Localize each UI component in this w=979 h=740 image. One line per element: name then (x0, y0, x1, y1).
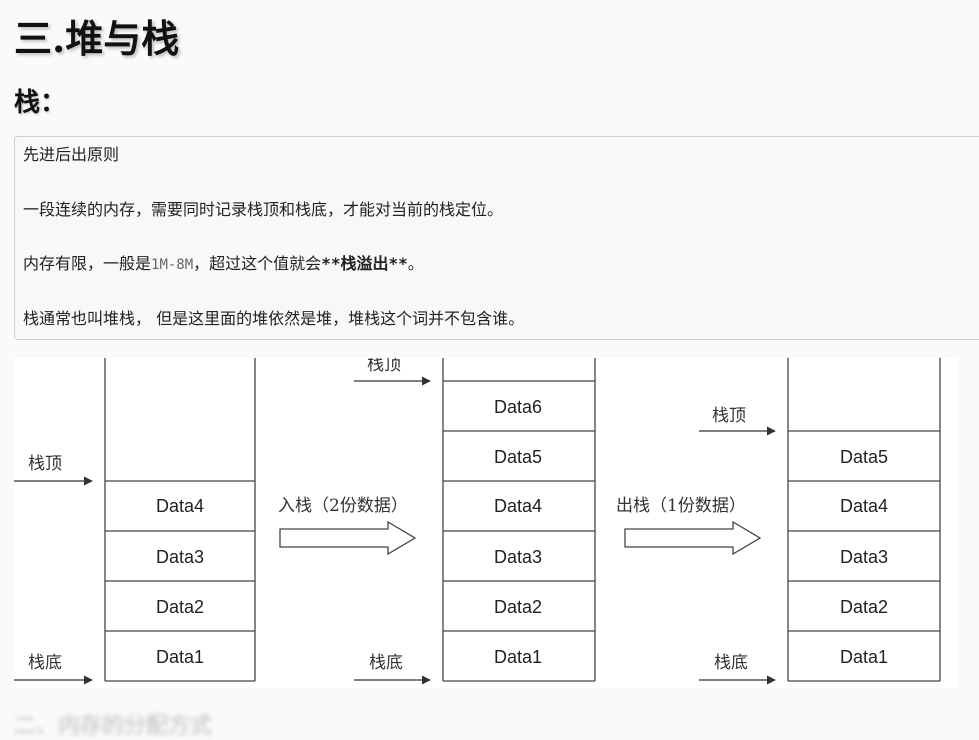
stack-cell-label: Data1 (156, 647, 204, 667)
note-contiguous-memory: 一段连续的内存，需要同时记录栈顶和栈底，才能对当前的栈定位。 (23, 199, 504, 219)
note-limit-end: 。 (407, 254, 424, 273)
stack-overflow-term: 栈溢出 (340, 254, 389, 273)
stack-cell-label: Data1 (494, 647, 542, 667)
stack-before (104, 358, 256, 682)
stack-top-label: 栈顶 (367, 358, 401, 375)
note-lifo: 先进后出原则 (23, 145, 120, 164)
stack-cell-label: Data2 (840, 597, 888, 617)
push-label: 入栈（2份数据） (278, 496, 408, 516)
stack-cell-label: Data5 (494, 447, 542, 467)
stack-cell-label: Data6 (494, 397, 542, 417)
stack-top-label: 栈顶 (28, 454, 62, 474)
stack-bottom-label: 栈底 (369, 653, 403, 673)
note-heap-stack-naming: 栈通常也叫堆栈， 但是这里面的堆依然是堆，堆栈这个词并不包含谁。 (23, 308, 525, 328)
memory-size-code: 1M-8M (151, 257, 194, 273)
stack-cell-label: Data3 (494, 547, 542, 567)
stack-after-push (442, 358, 596, 682)
note-limit-mid: ，超过这个值就会 (193, 254, 322, 273)
section-heading-stack: 栈： (14, 88, 67, 118)
stack-cell-label: Data2 (494, 597, 542, 617)
stack-top-label: 栈顶 (712, 406, 746, 426)
pop-label: 出栈（1份数据） (616, 496, 746, 516)
stack-cell-label: Data3 (156, 547, 204, 567)
next-section-heading: 二、内存的分配方式 (14, 714, 213, 739)
stack-cell-label: Data5 (840, 447, 888, 467)
stack-cell-label: Data3 (840, 547, 888, 567)
stack-cell-label: Data4 (494, 496, 542, 516)
stack-cell-label: Data4 (840, 496, 888, 516)
pop-arrow-icon (624, 520, 762, 556)
diagram-canvas: Data4 Data3 Data2 Data1 栈顶 栈底 入栈（2份数据） D… (14, 358, 941, 685)
stack-cell-label: Data1 (840, 647, 888, 667)
stack-cell-label: Data4 (156, 496, 204, 516)
markdown-marker-open: ** (321, 254, 341, 273)
note-limit-prefix: 内存有限，一般是 (23, 254, 152, 273)
stack-push-pop-diagram: Data4 Data3 Data2 Data1 栈顶 栈底 入栈（2份数据） D… (14, 358, 958, 688)
stack-cell-label: Data2 (156, 597, 204, 617)
stack-after-pop (787, 358, 941, 682)
note-memory-limit: 内存有限，一般是1M-8M，超过这个值就会**栈溢出**。 (23, 254, 979, 309)
stack-bottom-label: 栈底 (28, 653, 62, 673)
page-title: 三.堆与栈 (14, 16, 180, 61)
stack-bottom-label: 栈底 (714, 653, 748, 673)
push-arrow-icon (279, 520, 417, 556)
markdown-marker-close: ** (388, 254, 408, 273)
stack-notes-blockquote: 先进后出原则 一段连续的内存，需要同时记录栈顶和栈底，才能对当前的栈定位。 内存… (14, 136, 979, 340)
